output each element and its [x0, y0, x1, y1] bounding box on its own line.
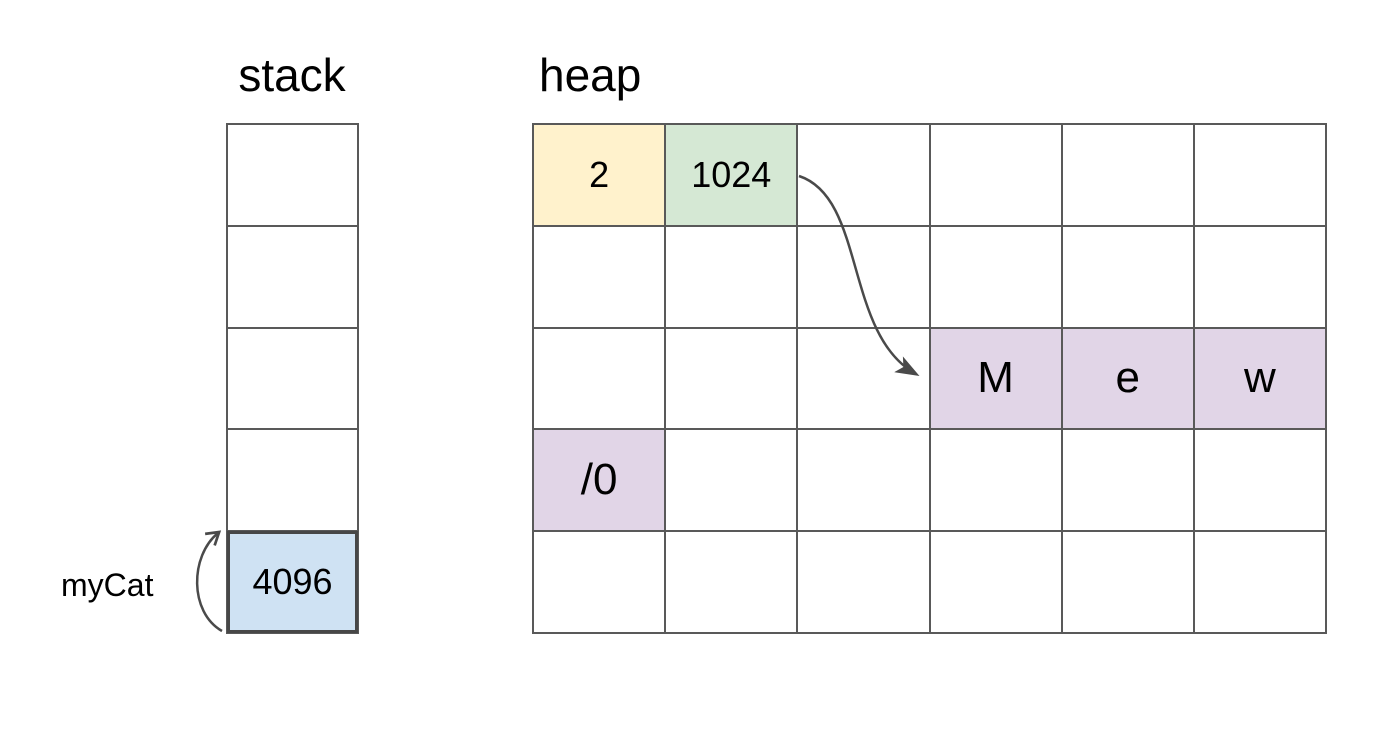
heap-cell-r1c4	[929, 124, 1062, 226]
stack-cell-r2c1	[227, 225, 358, 328]
heap-cell-r5c6	[1193, 531, 1326, 633]
heap-cell-r5c1	[533, 531, 666, 633]
heap-cell-r2c4	[929, 225, 1062, 328]
heap-cell-r3c2	[665, 327, 798, 430]
heap-cell-r2c2	[665, 225, 798, 328]
heap-cell-r1c2: 1024	[665, 124, 798, 226]
heap-cell-r4c5	[1061, 429, 1194, 532]
heap-cell-r5c5	[1061, 531, 1194, 633]
heap-cell-r3c4: M	[929, 327, 1062, 430]
heap-cell-r4c3	[797, 429, 930, 532]
stack-title: stack	[238, 49, 346, 101]
heap-cell-r5c4	[929, 531, 1062, 633]
heap-cell-r1c3	[797, 124, 930, 226]
heap-cell-r1c1: 2	[533, 124, 666, 226]
mycat-pointer-arrow	[195, 530, 223, 633]
heap-cell-r4c1: /0	[533, 429, 666, 532]
mycat-variable-label: myCat	[61, 567, 154, 603]
heap-cell-r5c2	[665, 531, 798, 633]
heap-cell-r2c3	[797, 225, 930, 328]
heap-cell-r3c6: w	[1193, 327, 1326, 430]
stack-memory-grid: 4096	[226, 123, 359, 634]
stack-cell-r5c1: 4096	[227, 531, 358, 633]
heap-cell-r4c6	[1193, 429, 1326, 532]
stack-cell-r1c1	[227, 124, 358, 226]
stack-cell-r3c1	[227, 327, 358, 430]
heap-cell-r3c1	[533, 327, 666, 430]
heap-cell-r2c5	[1061, 225, 1194, 328]
heap-title: heap	[539, 49, 642, 101]
heap-cell-r5c3	[797, 531, 930, 633]
heap-cell-r2c1	[533, 225, 666, 328]
heap-cell-r3c3	[797, 327, 930, 430]
heap-cell-r1c5	[1061, 124, 1194, 226]
stack-cell-r4c1	[227, 429, 358, 532]
heap-cell-r4c4	[929, 429, 1062, 532]
heap-cell-r4c2	[665, 429, 798, 532]
heap-cell-r2c6	[1193, 225, 1326, 328]
heap-cell-r3c5: e	[1061, 327, 1194, 430]
heap-cell-r1c6	[1193, 124, 1326, 226]
